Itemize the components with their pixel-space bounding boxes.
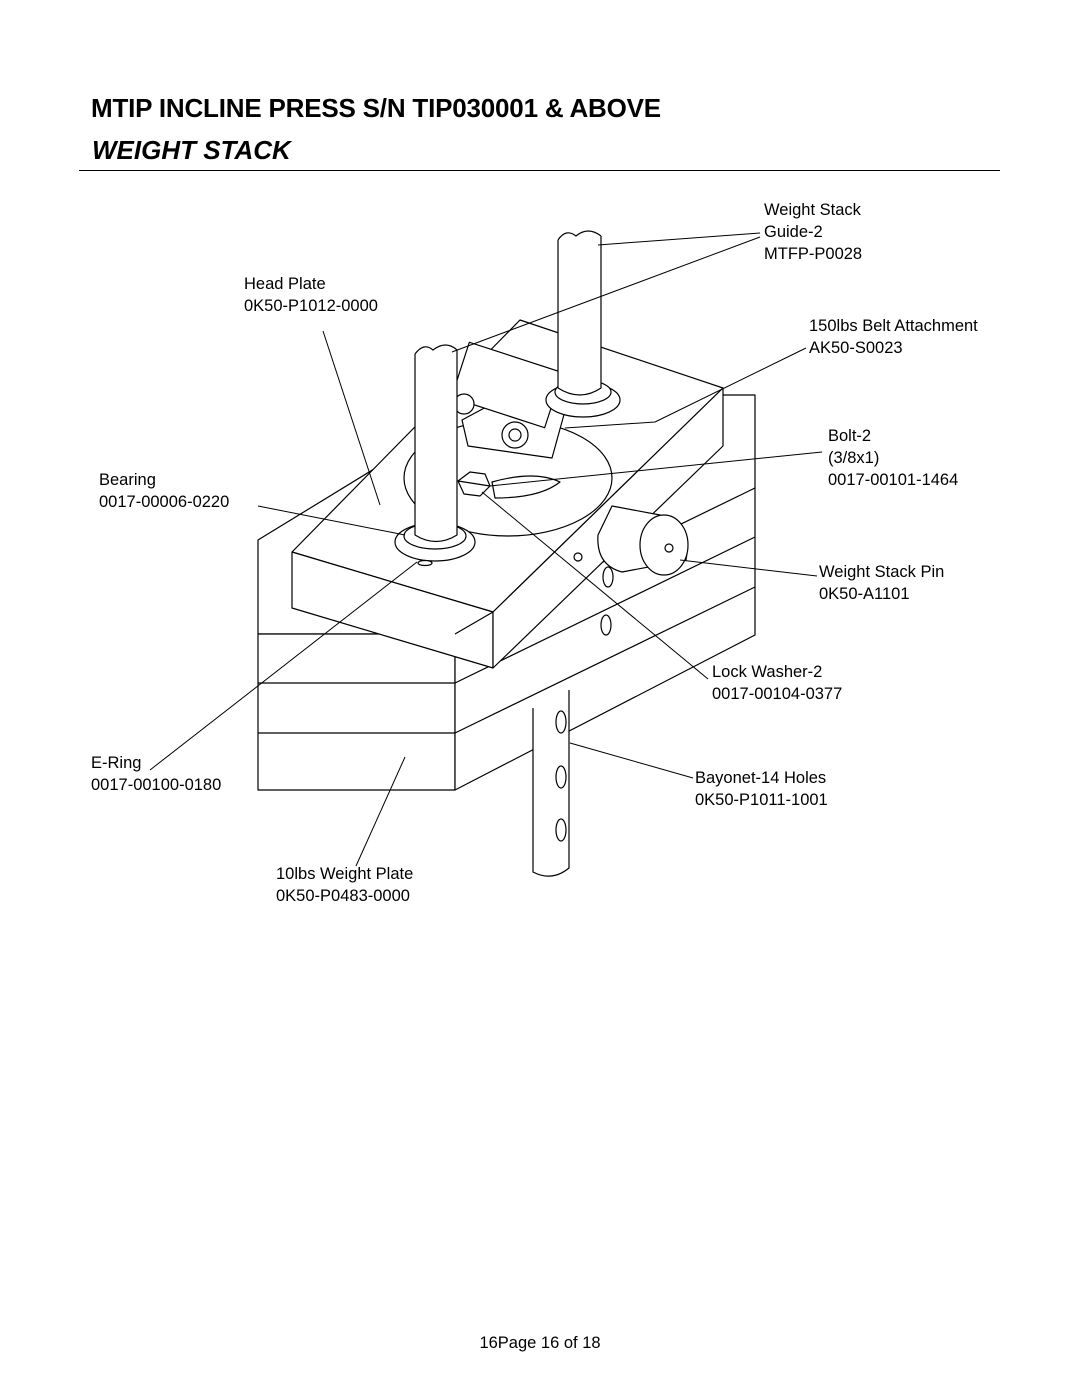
callout-name: Weight Stack Pin [819, 563, 945, 581]
callout-name: Guide-2 [764, 223, 823, 241]
callout-spec: (3/8x1) [828, 449, 880, 467]
lower-plate-front [257, 633, 456, 791]
pin-knob-center [664, 543, 674, 553]
guide-rod-right [545, 230, 621, 418]
callout-lock-washer: Lock Washer-2 0017-00104-0377 [712, 661, 842, 705]
leader-e-ring [149, 561, 418, 771]
callout-name: Bayonet-14 Holes [695, 769, 827, 787]
callout-name: Lock Washer-2 [712, 663, 823, 681]
plate-seam [454, 536, 756, 684]
weight-stack-pin [597, 505, 689, 576]
callout-name: 10lbs Weight Plate [276, 865, 414, 883]
page-title: MTIP INCLINE PRESS S/N TIP030001 & ABOVE [91, 93, 661, 123]
leader-lock-washer [481, 491, 709, 680]
page-number: 16Page 16 of 18 [479, 1334, 601, 1352]
callout-part-number: AK50-S0023 [809, 339, 903, 357]
leader-belt-attachment [564, 347, 807, 429]
leader-bayonet [569, 742, 694, 779]
callout-part-number: 0017-00101-1464 [828, 471, 959, 489]
bayonet-bar [532, 690, 570, 877]
section-title: WEIGHT STACK [92, 135, 291, 165]
callout-bearing: Bearing 0017-00006-0220 [99, 469, 229, 513]
bayonet-hole [555, 710, 567, 734]
callout-bolt: Bolt-2 (3/8x1) 0017-00101-1464 [828, 425, 958, 491]
belt-slot [491, 475, 561, 499]
callout-part-number: 0017-00104-0377 [712, 685, 843, 703]
leader-bolt [489, 451, 823, 487]
callout-belt-attachment: 150lbs Belt Attachment AK50-S0023 [809, 315, 978, 359]
callout-part-number: 0017-00100-0180 [91, 776, 222, 794]
leader-lines [149, 232, 823, 867]
rod-body [414, 350, 458, 543]
rod-cut-end [557, 230, 602, 241]
pin-hole [602, 566, 614, 588]
leader-weight-stack-pin [679, 559, 818, 577]
pin-knob-face [639, 514, 689, 576]
rod-cut-end [414, 344, 458, 355]
callout-part-number: 0017-00006-0220 [99, 493, 230, 511]
pin-hole [600, 614, 612, 636]
clamp-nut-center [508, 428, 522, 442]
callout-part-number: 0K50-P1011-1001 [695, 791, 828, 809]
callout-part-number: MTFP-P0028 [764, 245, 863, 263]
rod-body [557, 236, 602, 396]
guide-rod-left [394, 344, 476, 567]
leader-weight-stack-guide [451, 236, 761, 353]
bolt-head-edge [457, 480, 491, 487]
plate-seam [454, 586, 756, 734]
callout-head-plate: Head Plate 0K50-P1012-0000 [244, 273, 378, 317]
bayonet-hole [555, 818, 567, 842]
callout-part-number: 0K50-P0483-0000 [276, 887, 410, 905]
pin-hole [573, 552, 583, 562]
leader-head-plate [322, 330, 381, 506]
callout-name: 150lbs Belt Attachment [809, 317, 978, 335]
leader-weight-plate [355, 756, 406, 867]
leader-weight-stack-guide [597, 232, 761, 246]
callout-e-ring: E-Ring 0017-00100-0180 [91, 752, 221, 796]
callout-name: Bearing [99, 471, 156, 489]
bayonet-hole [555, 765, 567, 789]
callout-weight-stack-guide: Weight Stack Guide-2 MTFP-P0028 [764, 199, 862, 265]
e-ring [417, 559, 433, 567]
callout-bayonet: Bayonet-14 Holes 0K50-P1011-1001 [695, 767, 828, 811]
callout-weight-plate: 10lbs Weight Plate 0K50-P0483-0000 [276, 863, 413, 907]
callout-weight-stack-pin: Weight Stack Pin 0K50-A1101 [819, 561, 944, 605]
callout-part-number: 0K50-A1101 [819, 585, 910, 603]
leader-bearing [257, 505, 406, 536]
callout-name: Bolt-2 [828, 427, 872, 445]
callout-part-number: 0K50-P1012-0000 [244, 297, 378, 315]
callout-name: Head Plate [244, 275, 326, 293]
callout-name: E-Ring [91, 754, 142, 772]
callout-name: Weight Stack [764, 201, 861, 219]
title-divider [79, 170, 1000, 171]
head-plate-edge [454, 611, 494, 635]
